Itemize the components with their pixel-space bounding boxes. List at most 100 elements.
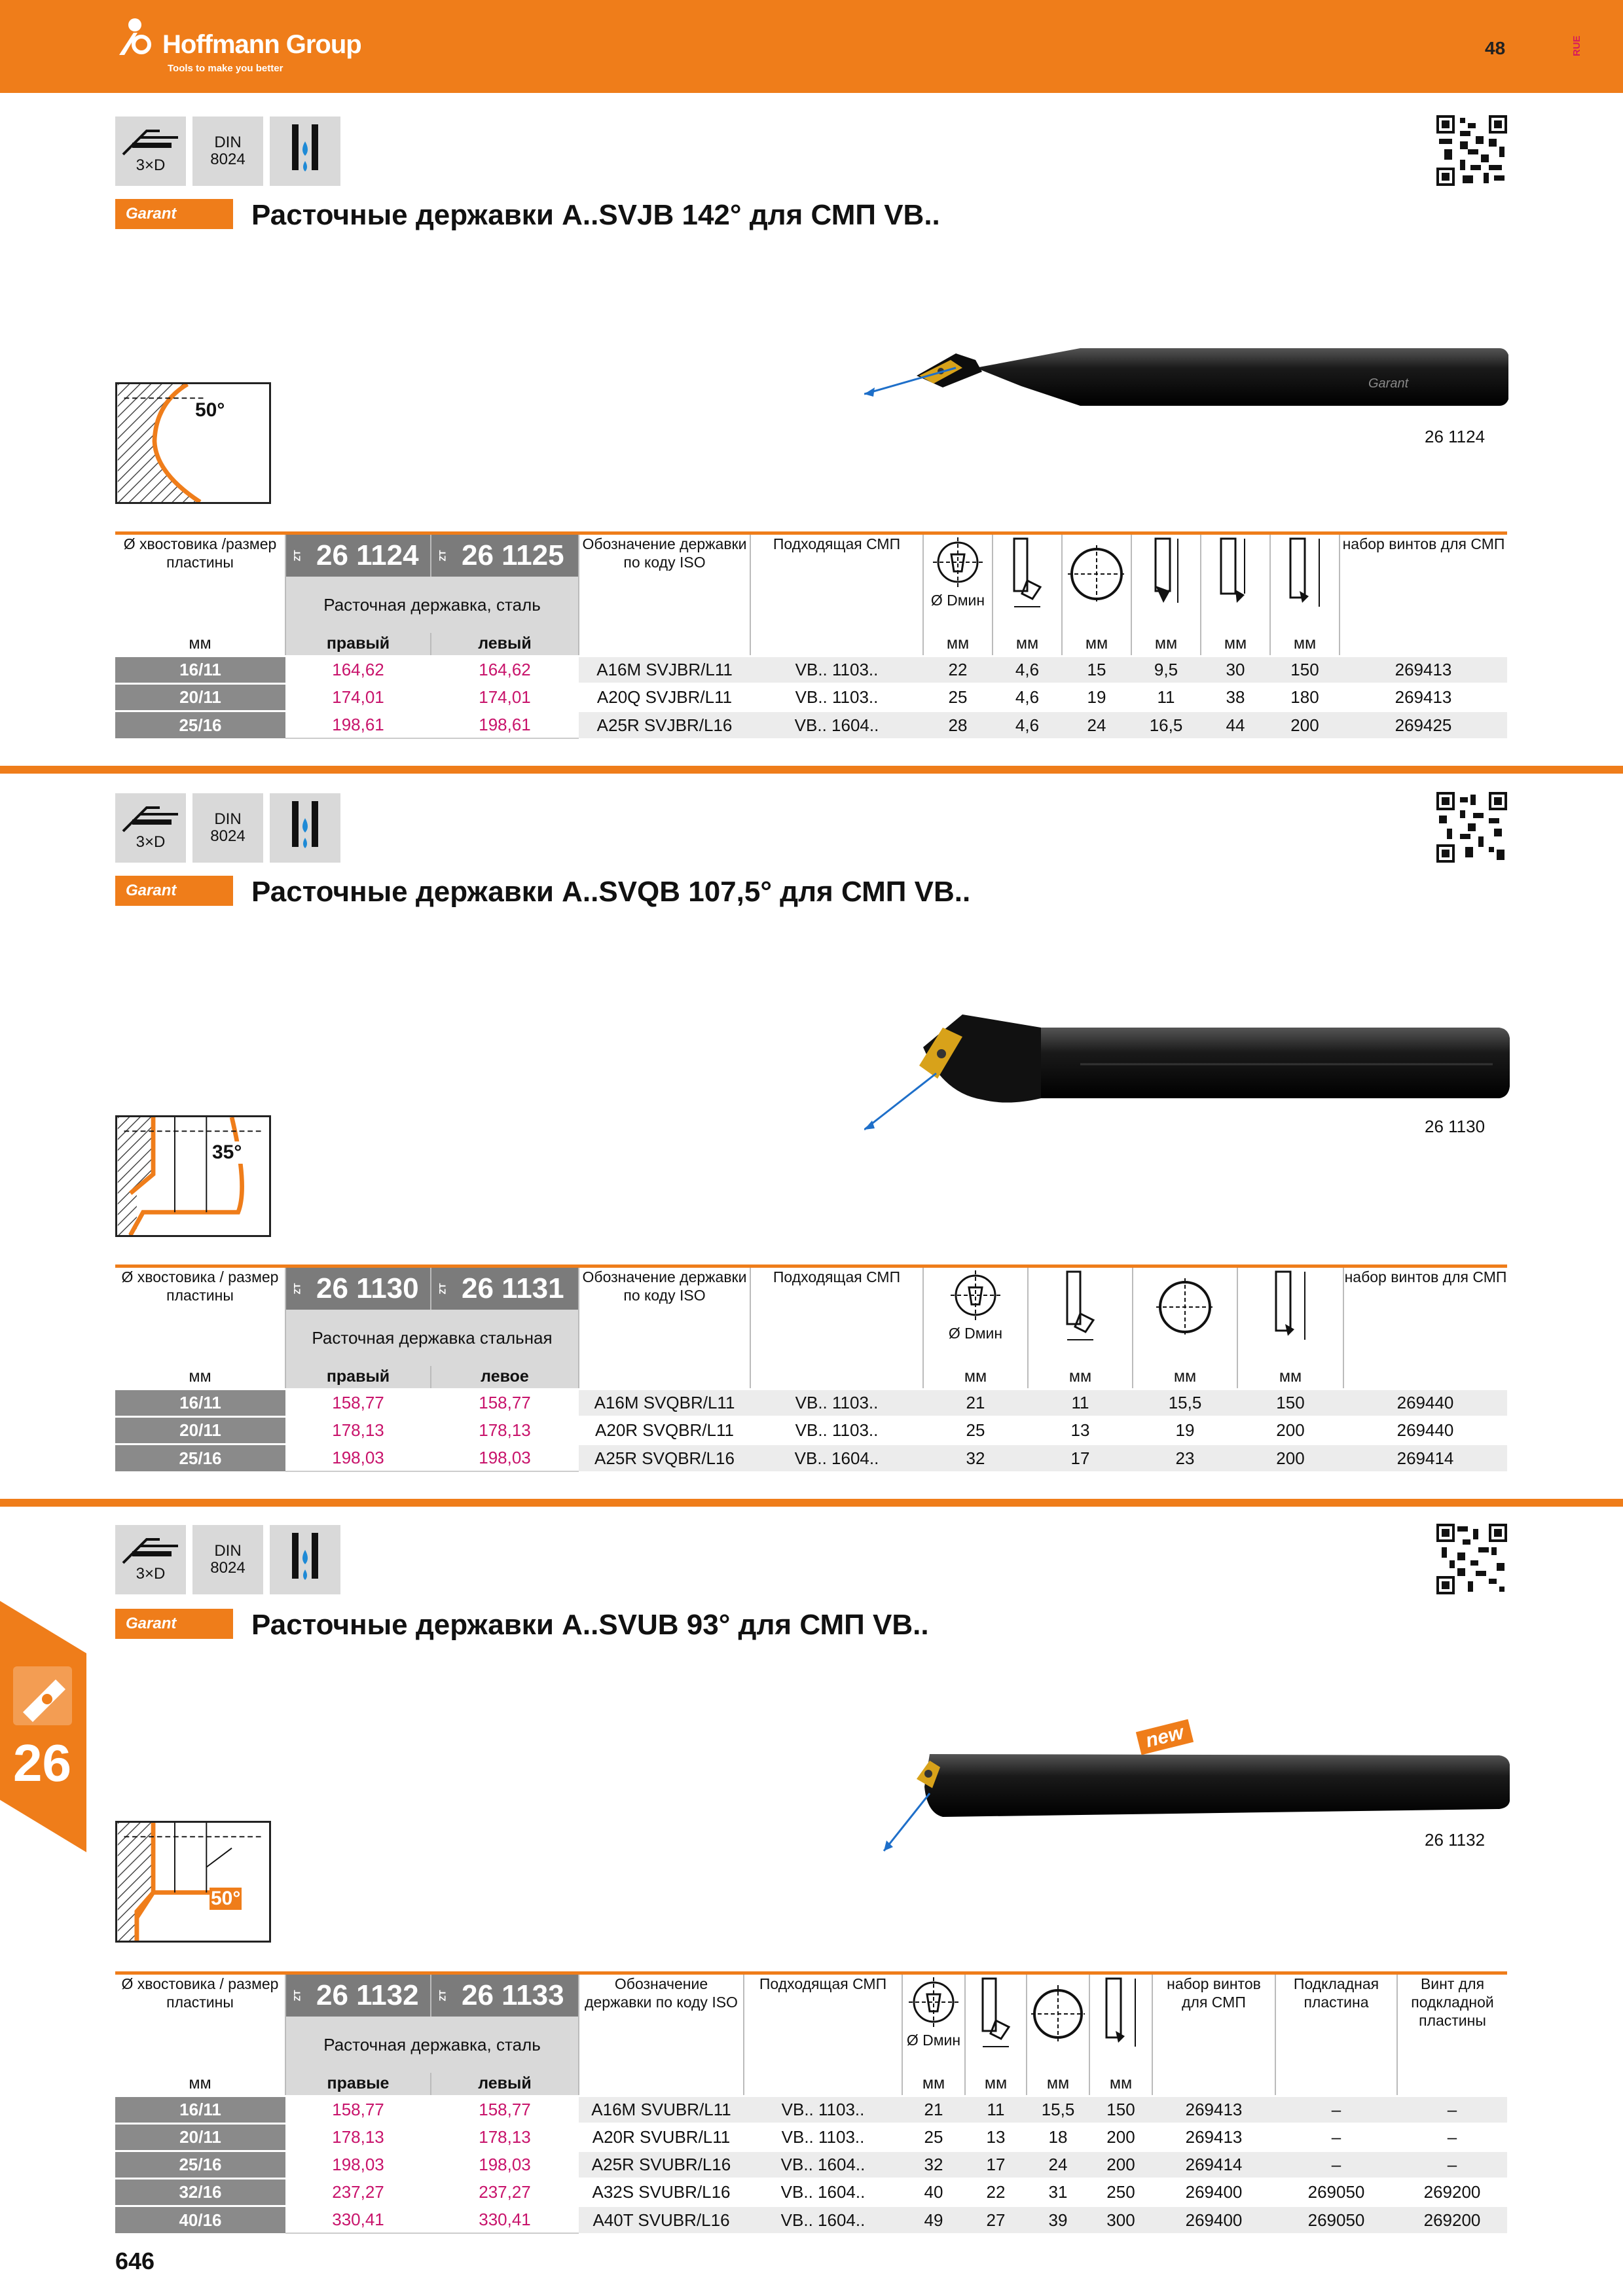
shank-diameter-icon (1068, 545, 1125, 603)
table-cell: 31 (1027, 2178, 1089, 2206)
table-cell: A32S SVUBR/L16 (579, 2178, 744, 2206)
col-screws: набор винтов для СМП (1343, 1266, 1507, 1366)
header-bar (0, 0, 1623, 93)
unit-label: мм (1237, 1365, 1343, 1390)
unit-label: мм (1026, 2072, 1089, 2096)
qr-code-icon[interactable] (1436, 1524, 1507, 1594)
qr-code-icon[interactable] (1436, 115, 1507, 186)
table-cell: 40 (902, 2178, 965, 2206)
table-cell: 4,6 (993, 683, 1062, 711)
size-cell: 20/11 (115, 2123, 285, 2151)
table-cell: 24 (1062, 710, 1131, 738)
section-title: Расточные державки A..SVJB 142° для СМП … (251, 199, 940, 231)
table-cell: 269414 (1152, 2150, 1275, 2179)
table-cell: – (1275, 2123, 1397, 2151)
right-hand-label: правые (285, 2072, 431, 2096)
size-cell: 20/11 (115, 1416, 285, 1444)
article-left-number: 26 1131 (462, 1272, 564, 1304)
din-number: 8024 (210, 1559, 246, 1577)
angle-label: 50° (210, 1888, 242, 1910)
table-cell: 269440 (1343, 1388, 1507, 1417)
total-length-icon (1275, 1270, 1305, 1340)
table-cell: 200 (1237, 1443, 1343, 1471)
garant-logo: Garant (115, 876, 233, 906)
table-cell: 9,5 (1131, 655, 1201, 684)
price-cell: 158,77 (285, 2095, 431, 2125)
din-badge: DIN 8024 (192, 117, 263, 186)
garant-logo: Garant (115, 199, 233, 229)
chapter-number: 26 (13, 1734, 71, 1792)
left-hand-label: левый (430, 2072, 579, 2096)
table-cell: 11 (1131, 683, 1201, 711)
col-insert: Подходящая СМП (743, 1973, 902, 2073)
price-cell: 158,77 (285, 1388, 431, 1418)
table-cell: 13 (965, 2123, 1027, 2151)
table-cell: 24 (1027, 2150, 1089, 2179)
machining-angle-diagram (115, 1821, 271, 1943)
table-cell: VB.. 1604.. (744, 2178, 902, 2206)
price-cell: 198,03 (285, 1443, 431, 1472)
table-cell: 11 (965, 2095, 1027, 2124)
table-cell: 49 (902, 2205, 965, 2233)
table-cell: VB.. 1604.. (750, 1443, 923, 1471)
table-cell: 19 (1133, 1416, 1237, 1444)
price-cell: 178,13 (431, 1416, 579, 1445)
din-badge: DIN 8024 (192, 1525, 263, 1594)
table-cell: – (1275, 2095, 1397, 2124)
language-code: RUE (1571, 35, 1582, 56)
image-article-number: 26 1124 (1425, 427, 1486, 446)
unit-label: мм (189, 1367, 211, 1386)
section-divider (0, 1499, 1623, 1507)
table-cell: 200 (1270, 710, 1340, 738)
table-cell: A20Q SVJBR/L11 (579, 683, 750, 711)
price-cell: 237,27 (431, 2178, 579, 2207)
table-cell: 32 (923, 1443, 1028, 1471)
table-cell: A40T SVUBR/L16 (579, 2205, 744, 2233)
table-cell: – (1397, 2095, 1507, 2124)
header-page-ref: 48 (1485, 38, 1506, 58)
article-left-number: 26 1125 (462, 539, 564, 571)
table-cell: 269413 (1152, 2095, 1275, 2124)
table-cell: 21 (923, 1388, 1028, 1417)
col-shim: Подкладная пластина (1275, 1973, 1397, 2073)
table-cell: 25 (923, 683, 993, 711)
col-dmin: Ø Dмин (922, 533, 993, 633)
table-cell: A20R SVUBR/L11 (579, 2123, 744, 2151)
table-cell: 180 (1270, 683, 1340, 711)
col-size: Ø хвостовика /размер пластины (123, 535, 277, 571)
table-cell: 269413 (1340, 655, 1507, 684)
dmin-label: Ø Dмин (906, 2032, 961, 2049)
section-title: Расточные державки A..SVQB 107,5° для СМ… (251, 876, 971, 908)
col-screws: набор винтов для СМП (1339, 533, 1507, 633)
col-insert: Подходящая СМП (750, 533, 923, 633)
dmin-label: Ø Dмин (948, 1325, 1003, 1342)
table-cell: 269400 (1152, 2178, 1275, 2206)
price-cell: 198,03 (431, 1443, 579, 1472)
holder-description: Расточная державка, сталь (285, 2016, 579, 2073)
article-right-number: 26 1130 (316, 1272, 419, 1304)
table-cell: 269400 (1152, 2205, 1275, 2233)
total-length-icon (1289, 537, 1320, 607)
brand-name: Hoffmann Group (162, 30, 362, 59)
price-cell: 158,77 (431, 1388, 579, 1418)
qr-code-icon[interactable] (1436, 792, 1507, 863)
unit-label: мм (1027, 1365, 1133, 1390)
table-cell: 4,6 (993, 655, 1062, 684)
unit-label: мм (1132, 1365, 1237, 1390)
table-cell: 150 (1270, 655, 1340, 684)
depth-3xd-icon: 3×D (115, 1525, 186, 1594)
size-cell: 40/16 (115, 2205, 285, 2233)
price-cell: 330,41 (431, 2205, 579, 2234)
dmin-icon (933, 537, 983, 588)
machining-angle-diagram (115, 1115, 271, 1237)
left-hand-label: левое (430, 1365, 579, 1390)
chapter-tab (0, 1601, 86, 1852)
angle-label: 35° (211, 1141, 244, 1164)
unit-label: мм (922, 1365, 1028, 1390)
